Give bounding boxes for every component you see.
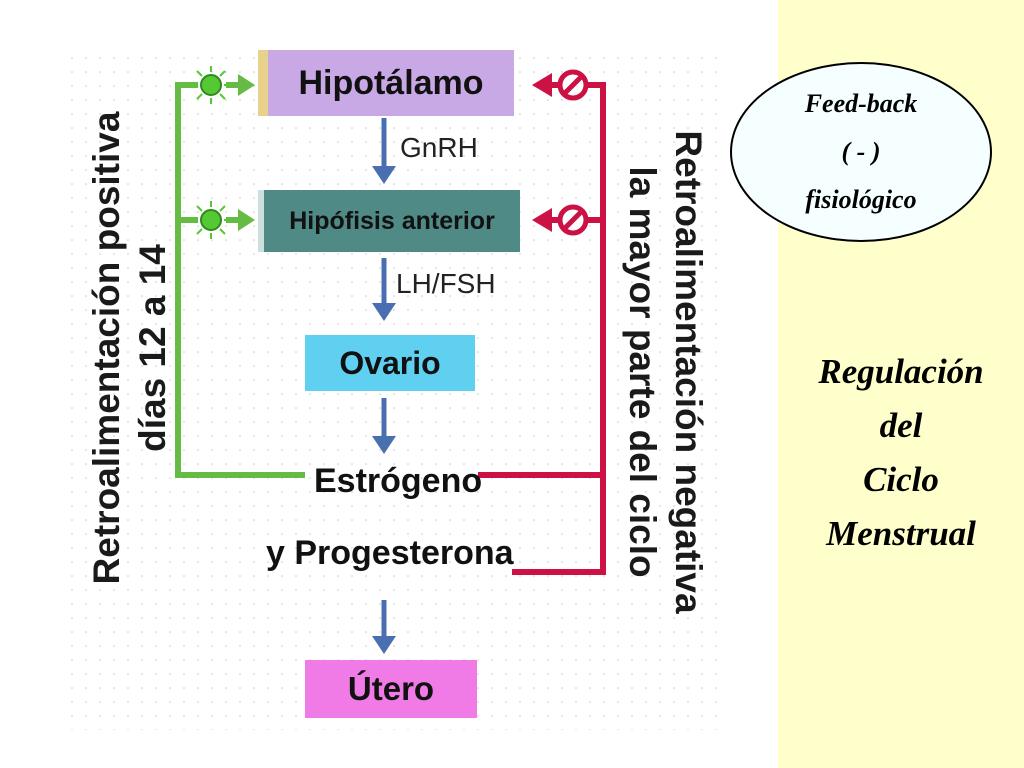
ellipse-line1: Feed-back: [804, 89, 918, 118]
hypothalamus-box: Hipotálamo: [258, 50, 520, 122]
ellipse-line3: fisiológico: [805, 185, 917, 214]
down-arrow-icon: [372, 600, 396, 654]
down-arrow-icon: [372, 118, 396, 184]
negative-arrowhead-hypothalamus: [532, 73, 552, 97]
inhibition-icon: [557, 69, 589, 101]
diagram-area: Hipotálamo GnRH Hipófisis anterior LH/FS…: [60, 48, 720, 730]
side-panel: Feed-back ( - ) fisiológico Regulación d…: [730, 0, 1024, 768]
negative-arrowhead-pituitary: [532, 208, 552, 232]
negative-feedback-line2: la mayor parte del ciclo: [622, 166, 663, 578]
progesterone-label: y Progesterona: [266, 534, 514, 572]
positive-feedback-line: [175, 82, 305, 478]
title-line1: Regulación: [818, 352, 984, 391]
inhibition-icon: [557, 204, 589, 236]
title-line2: del: [879, 406, 923, 445]
down-arrow-icon: [372, 258, 396, 321]
title-line4: Menstrual: [826, 514, 976, 553]
uterus-box: Útero: [305, 660, 483, 724]
ovary-label: Ovario: [339, 344, 441, 381]
positive-arrowhead-pituitary: [238, 209, 255, 231]
positive-feedback-text: Retroalimentación positiva días 12 a 14: [84, 48, 176, 648]
gnrh-label: GnRH: [400, 132, 478, 163]
pituitary-box: Hipófisis anterior: [258, 190, 526, 258]
positive-feedback-line1: Retroalimentación positiva: [86, 111, 127, 585]
page-title: Regulación del Ciclo Menstrual: [778, 345, 1024, 561]
negative-feedback-line-progesterone: [512, 82, 606, 575]
hypothalamus-label: Hipotálamo: [298, 63, 484, 102]
pituitary-label: Hipófisis anterior: [289, 206, 495, 235]
stimulus-star-icon: [192, 201, 230, 239]
ellipse-line2: ( - ): [841, 137, 881, 166]
title-line3: Ciclo: [863, 460, 939, 499]
positive-feedback-line2: días 12 a 14: [132, 244, 173, 452]
ovary-box: Ovario: [305, 335, 481, 397]
uterus-label: Útero: [347, 670, 435, 707]
negative-feedback-text: Retroalimentación negativa la mayor part…: [619, 62, 711, 682]
lh-fsh-label: LH/FSH: [396, 268, 496, 299]
down-arrow-icon: [372, 398, 396, 454]
stimulus-star-icon: [192, 66, 230, 104]
estrogen-label: Estrógeno: [314, 462, 483, 500]
feedback-ellipse: Feed-back ( - ) fisiológico: [730, 62, 992, 242]
positive-arrowhead-hypothalamus: [238, 74, 255, 96]
negative-feedback-line1: Retroalimentación negativa: [668, 130, 709, 614]
